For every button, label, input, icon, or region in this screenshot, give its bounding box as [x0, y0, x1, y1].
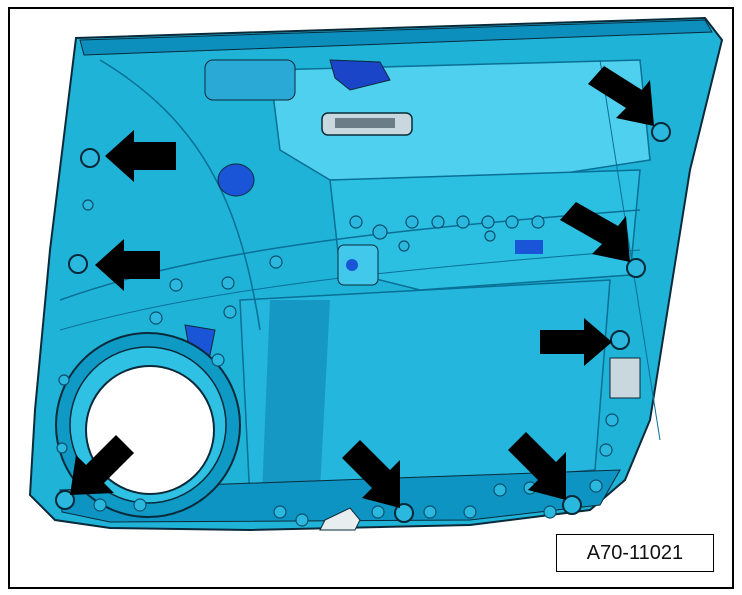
arrow-bottom-right: [508, 432, 566, 500]
mid-left-fastener: [68, 254, 88, 274]
arrow-upper-right: [588, 66, 654, 126]
bottom-right-fastener: [562, 495, 582, 515]
bottom-center-fastener: [394, 503, 414, 523]
figure-reference-label: A70-11021: [556, 534, 714, 572]
arrow-lower-right: [540, 318, 612, 366]
figure-border: [8, 7, 734, 589]
arrows: [70, 66, 654, 508]
mid-right-fastener: [626, 258, 646, 278]
blue-clip-upper: [217, 163, 255, 197]
blue-connector-top: [329, 59, 391, 91]
arrow-bottom-center: [342, 440, 400, 508]
fasteners: [55, 122, 671, 523]
arrow-lower-left: [70, 435, 134, 495]
arrow-mid-right: [560, 202, 630, 262]
mounting-bosses: [56, 199, 619, 527]
lower-right-fastener: [610, 330, 630, 350]
upper-left-fastener: [80, 148, 100, 168]
arrow-upper-left: [105, 130, 176, 182]
lower-left-fastener: [55, 490, 75, 510]
arrow-mid-left: [95, 239, 160, 291]
upper-right-fastener: [651, 122, 671, 142]
